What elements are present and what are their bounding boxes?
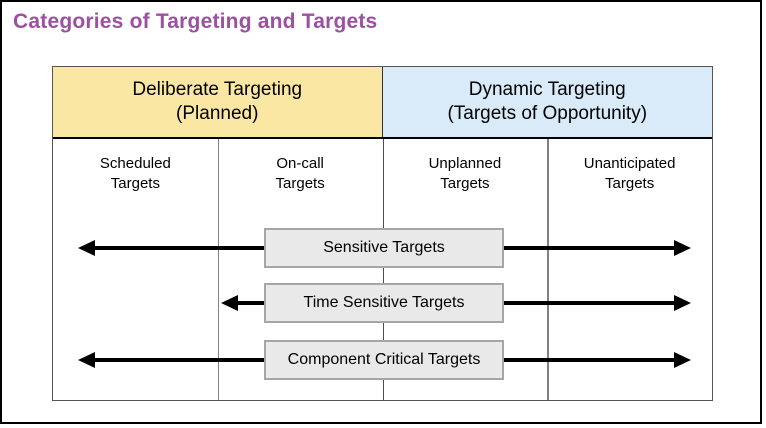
header-dynamic-line1: Dynamic Targeting [468, 79, 626, 100]
column-label-on-call-targets: On-call Targets [218, 154, 383, 194]
diagram-body: Scheduled Targets On-call Targets Unplan… [53, 139, 712, 400]
arrowhead-left-icon [78, 352, 95, 368]
callout-label: Sensitive Targets [323, 239, 445, 256]
column-divider-center [382, 139, 384, 400]
column-label-line2: Targets [605, 175, 655, 192]
targeting-categories-diagram: Deliberate Targeting (Planned) Dynamic T… [52, 66, 713, 401]
column-label-scheduled-targets: Scheduled Targets [53, 154, 218, 194]
header-dynamic-targeting: Dynamic Targeting (Targets of Opportunit… [382, 67, 712, 137]
header-deliberate-targeting: Deliberate Targeting (Planned) [53, 67, 383, 137]
callout-label: Time Sensitive Targets [303, 294, 465, 311]
column-label-line1: Unplanned [428, 155, 502, 172]
callout-label: Component Critical Targets [287, 351, 481, 368]
column-label-line2: Targets [440, 175, 490, 192]
callout-component-critical-targets: Component Critical Targets [264, 340, 504, 380]
callout-sensitive-targets: Sensitive Targets [264, 228, 504, 268]
column-label-line1: Unanticipated [583, 155, 676, 172]
column-label-line1: Scheduled [99, 155, 171, 172]
column-divider-3 [547, 139, 549, 400]
arrowhead-right-icon [674, 295, 691, 311]
arrowhead-left-icon [221, 295, 238, 311]
column-label-line2: Targets [110, 175, 160, 192]
arrowhead-left-icon [78, 240, 95, 256]
page-title: Categories of Targeting and Targets [13, 10, 378, 33]
column-label-unanticipated-targets: Unanticipated Targets [547, 154, 712, 194]
arrowhead-right-icon [674, 240, 691, 256]
column-label-line1: On-call [276, 155, 324, 172]
column-divider-1 [217, 139, 220, 400]
header-dynamic-line2: (Targets of Opportunity) [447, 103, 648, 124]
header-row: Deliberate Targeting (Planned) Dynamic T… [53, 67, 712, 139]
arrowhead-right-icon [674, 352, 691, 368]
header-deliberate-line2: (Planned) [176, 103, 259, 124]
column-label-line2: Targets [275, 175, 325, 192]
callout-time-sensitive-targets: Time Sensitive Targets [264, 283, 504, 323]
header-deliberate-line1: Deliberate Targeting [132, 79, 303, 100]
column-label-unplanned-targets: Unplanned Targets [383, 154, 548, 194]
